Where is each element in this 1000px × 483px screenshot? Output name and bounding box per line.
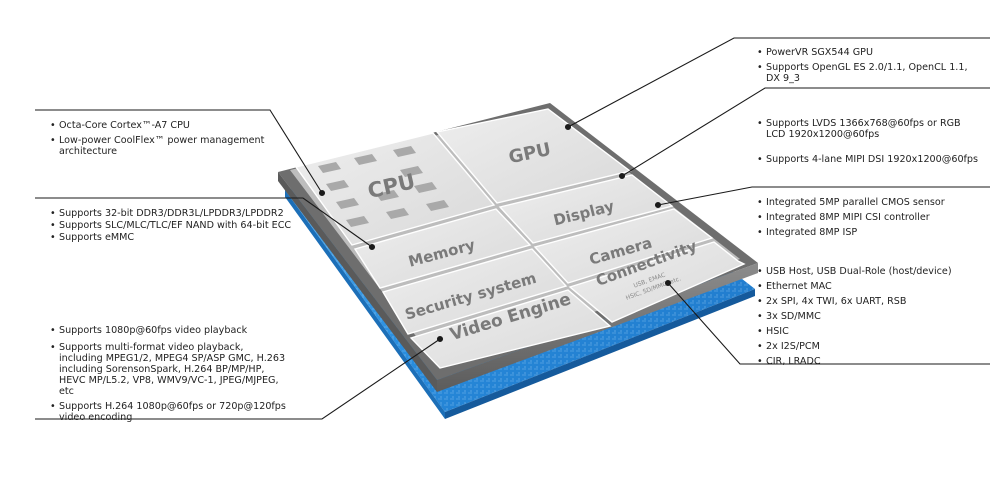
callout-video-item-2: Supports multi-format video playback, in… [50, 342, 290, 397]
leader-display [621, 87, 990, 177]
block-memory[interactable]: Memory [353, 208, 532, 289]
dot-gpu [564, 123, 572, 131]
dot-display [618, 172, 626, 180]
callout-camera: Integrated 5MP parallel CMOS sensor Inte… [757, 197, 982, 242]
callout-display-item-1: Supports LVDS 1366x768@60fps or RGB LCD … [757, 118, 982, 140]
callout-display: Supports LVDS 1366x768@60fps or RGB LCD … [757, 118, 982, 169]
callout-connectivity-item-5: HSIC [757, 326, 982, 337]
callout-connectivity-item-6: 2x I2S/PCM [757, 341, 982, 352]
callout-camera-item-3: Integrated 8MP ISP [757, 227, 982, 238]
leader-camera [657, 186, 990, 206]
callout-memory-item-2: Supports SLC/MLC/TLC/EF NAND with 64-bit… [50, 220, 300, 231]
dot-memory [368, 243, 376, 251]
callout-display-item-2: Supports 4-lane MIPI DSI 1920x1200@60fps [757, 154, 982, 165]
leader-gpu [567, 37, 990, 128]
callout-connectivity: USB Host, USB Dual-Role (host/device) Et… [757, 266, 982, 371]
leader-cpu [35, 109, 323, 194]
block-security-system[interactable]: Security system [381, 248, 568, 335]
callout-connectivity-item-7: CIR, LRADC [757, 356, 982, 367]
callout-video-item-3: Supports H.264 1080p@60fps or 720p@120fp… [50, 401, 290, 423]
block-gpu[interactable]: GPU [435, 108, 632, 204]
callout-memory: Supports 32-bit DDR3/DDR3L/LPDDR3/LPDDR2… [50, 208, 300, 247]
callout-video-item-1: Supports 1080p@60fps video playback [50, 325, 290, 336]
callout-connectivity-item-2: Ethernet MAC [757, 281, 982, 292]
callout-camera-item-2: Integrated 8MP MIPI CSI controller [757, 212, 982, 223]
callout-gpu-item-1: PowerVR SGX544 GPU [757, 47, 982, 58]
callout-connectivity-item-4: 3x SD/MMC [757, 311, 982, 322]
cpu-core-grid [318, 146, 449, 227]
callout-video: Supports 1080p@60fps video playback Supp… [50, 325, 290, 427]
block-cpu[interactable]: CPU [294, 132, 496, 246]
callout-memory-item-3: Supports eMMC [50, 232, 300, 243]
callout-gpu: PowerVR SGX544 GPU Supports OpenGL ES 2.… [757, 47, 982, 88]
dot-connectivity [664, 279, 672, 287]
callout-memory-item-1: Supports 32-bit DDR3/DDR3L/LPDDR3/LPDDR2 [50, 208, 300, 219]
callout-gpu-item-2: Supports OpenGL ES 2.0/1.1, OpenCL 1.1, … [757, 62, 982, 84]
callout-cpu-item-2: Low-power CoolFlex™ power management arc… [50, 135, 265, 157]
callout-cpu-item-1: Octa-Core Cortex™-A7 CPU [50, 120, 265, 131]
block-display[interactable]: Display [498, 174, 674, 244]
callout-connectivity-item-1: USB Host, USB Dual-Role (host/device) [757, 266, 982, 277]
dot-cpu [318, 189, 326, 197]
callout-camera-item-1: Integrated 5MP parallel CMOS sensor [757, 197, 982, 208]
callout-connectivity-item-3: 2x SPI, 4x TWI, 6x UART, RSB [757, 296, 982, 307]
leader-memory [35, 197, 373, 248]
dot-video [436, 335, 444, 343]
dot-camera [654, 201, 662, 209]
callout-cpu: Octa-Core Cortex™-A7 CPU Low-power CoolF… [50, 120, 265, 161]
